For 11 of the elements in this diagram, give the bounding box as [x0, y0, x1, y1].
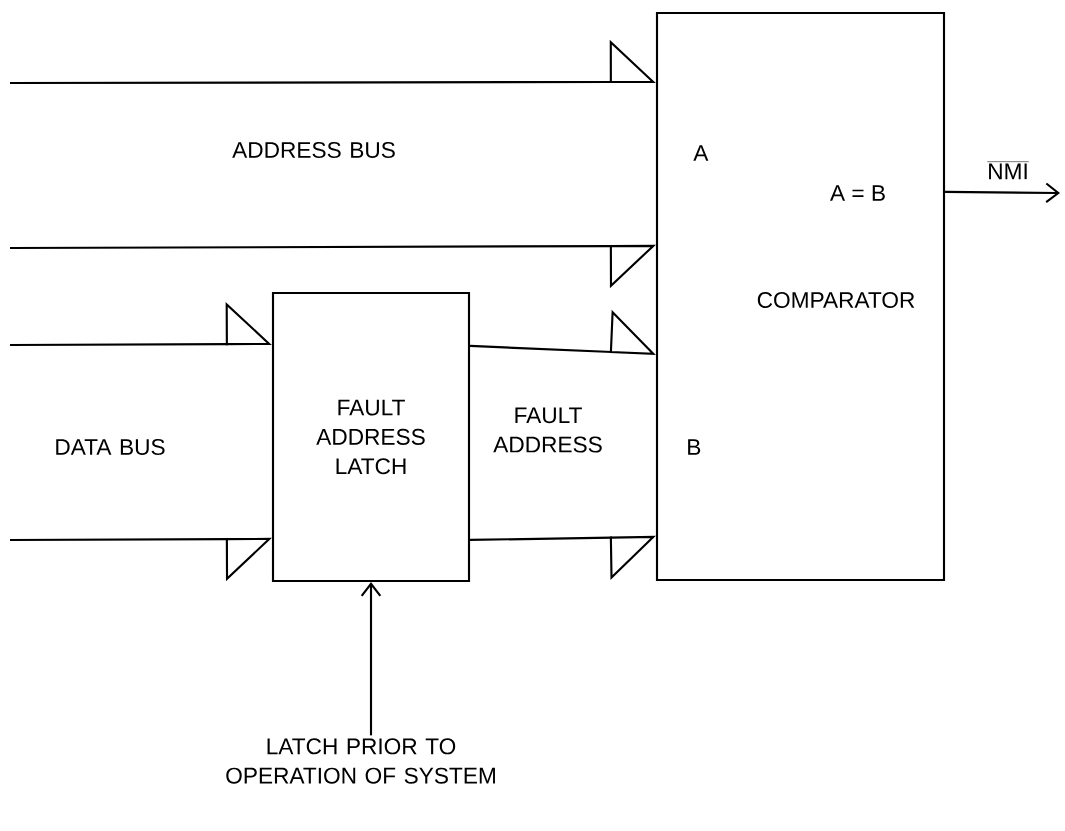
- signal-label: NMI: [986, 161, 1030, 180]
- arrow: [360, 582, 382, 736]
- bus-label: FAULT ADDRESS: [493, 407, 602, 453]
- bus-label: ADDRESS BUS: [232, 141, 395, 159]
- port-label: B: [688, 439, 701, 455]
- signal-text: LATCH PRIOR TO OPERATION OF SYSTEM: [226, 738, 495, 784]
- latch-box: FAULT ADDRESS LATCH: [271, 291, 471, 583]
- comparison-output-label: A = B: [830, 185, 885, 201]
- bus-label: DATA BUS: [56, 438, 165, 456]
- port-label: A: [693, 145, 709, 161]
- arrow: [945, 182, 1060, 204]
